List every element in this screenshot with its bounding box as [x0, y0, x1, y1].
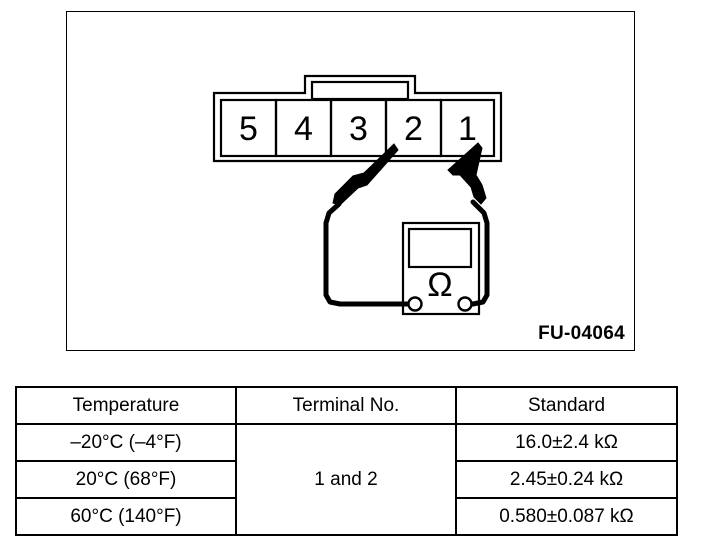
cell-temperature-1: –20°C (–4°F) — [15, 423, 237, 462]
test-probes — [332, 142, 487, 206]
meter-jack-left — [407, 296, 423, 312]
meter-display — [407, 227, 473, 269]
table-row: –20°C (–4°F) 1 and 2 16.0±2.4 kΩ — [15, 423, 678, 536]
header-terminal-no: Terminal No. — [235, 386, 457, 425]
table-row: 20°C (68°F) 2.45±0.24 kΩ — [15, 460, 678, 499]
terminal-label-1: 1 — [458, 110, 477, 148]
cell-standard-3: 0.580±0.087 kΩ — [455, 497, 678, 536]
cell-standard-2: 2.45±0.24 kΩ — [455, 460, 678, 499]
ohmmeter: Ω — [401, 221, 481, 316]
header-temperature: Temperature — [15, 386, 237, 425]
figure-reference-code: FU-04064 — [538, 323, 625, 344]
cell-temperature-2: 20°C (68°F) — [15, 460, 237, 499]
meter-jack-right — [457, 296, 473, 312]
terminal-label-2: 2 — [404, 110, 423, 148]
cell-terminal-no: 1 and 2 — [235, 423, 457, 536]
locking-tab — [310, 80, 410, 101]
table-header-row: Temperature Terminal No. Standard — [15, 386, 678, 425]
left-probe — [332, 143, 399, 206]
terminal-numbers: 5 4 3 2 1 — [239, 110, 477, 148]
right-test-lead — [462, 199, 490, 307]
housing-outline — [212, 74, 503, 163]
test-leads — [323, 199, 490, 307]
right-probe — [447, 142, 487, 205]
cell-temperature-3: 60°C (140°F) — [15, 497, 237, 536]
table-row: 60°C (140°F) 0.580±0.087 kΩ — [15, 497, 678, 536]
cell-standard-1: 16.0±2.4 kΩ — [455, 423, 678, 462]
meter-body — [401, 221, 481, 316]
left-test-lead — [323, 201, 418, 307]
figure-panel: 5 4 3 2 1 — [66, 11, 635, 351]
specification-table: Temperature Terminal No. Standard –20°C … — [15, 386, 678, 536]
terminal-label-4: 4 — [294, 110, 313, 148]
terminal-label-5: 5 — [239, 110, 258, 148]
terminal-label-3: 3 — [349, 110, 368, 148]
header-standard: Standard — [455, 386, 678, 425]
ohm-symbol: Ω — [427, 266, 452, 304]
connector-meter-diagram: 5 4 3 2 1 — [212, 74, 503, 316]
